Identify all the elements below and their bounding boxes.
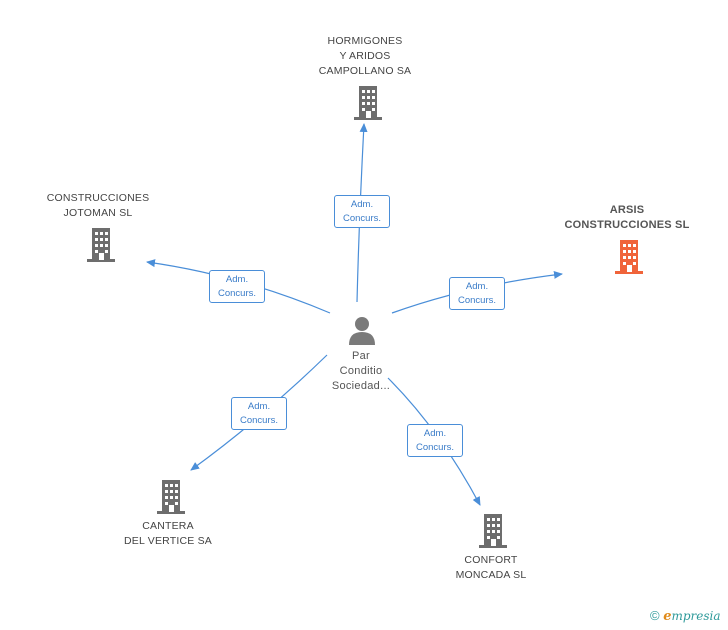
person-label[interactable]: Par Conditio Sociedad... [332, 349, 390, 394]
badge-line: Adm. [247, 401, 271, 412]
company-label-cantera[interactable]: CANTERA DEL VERTICE SA [124, 519, 212, 549]
building-icon[interactable] [352, 84, 384, 120]
badge-line: Adm. [225, 274, 249, 285]
brand-name: mpresia [671, 609, 721, 623]
company-label-confort[interactable]: CONFORT MONCADA SL [456, 553, 527, 583]
badge-line: Adm. [423, 428, 447, 439]
badge-line: Concurs. [239, 415, 278, 426]
company-name-line: CAMPOLLANO SA [318, 65, 412, 77]
company-name-line: ARSIS [609, 204, 645, 216]
building-icon[interactable] [85, 226, 117, 262]
badge-line: Concurs. [342, 213, 381, 224]
company-name-line: Y ARIDOS [339, 50, 391, 62]
company-label-jotoman[interactable]: CONSTRUCCIONES JOTOMAN SL [47, 191, 150, 221]
person-name-line: Conditio [339, 365, 383, 377]
copyright-icon: © [650, 608, 660, 623]
company-name-line: CANTERA [142, 520, 194, 532]
edge-badge-confort[interactable]: Adm. Concurs. [407, 424, 463, 457]
person-name-line: Sociedad... [331, 380, 391, 392]
badge-line: Adm. [465, 281, 489, 292]
company-name-line: CONSTRUCCIONES SL [564, 219, 690, 231]
person-icon[interactable] [347, 315, 377, 345]
company-label-arsis[interactable]: ARSIS CONSTRUCCIONES SL [564, 203, 689, 233]
brand-initial: e [663, 609, 672, 624]
building-icon[interactable] [155, 478, 187, 514]
company-label-hormigones[interactable]: HORMIGONES Y ARIDOS CAMPOLLANO SA [319, 34, 411, 79]
company-name-line: MONCADA SL [455, 569, 527, 581]
edge-badge-cantera[interactable]: Adm. Concurs. [231, 397, 287, 430]
person-name-line: Par [351, 350, 371, 362]
badge-line: Concurs. [457, 295, 496, 306]
edge-badge-hormigones[interactable]: Adm. Concurs. [334, 195, 390, 228]
building-icon[interactable] [477, 512, 509, 548]
company-name-line: JOTOMAN SL [63, 207, 133, 219]
company-name-line: DEL VERTICE SA [124, 535, 212, 547]
edge-badge-jotoman[interactable]: Adm. Concurs. [209, 270, 265, 303]
company-name-line: CONFORT [464, 554, 518, 566]
building-icon[interactable] [613, 238, 645, 274]
edge-badge-arsis[interactable]: Adm. Concurs. [449, 277, 505, 310]
company-name-line: CONSTRUCCIONES [46, 192, 150, 204]
company-name-line: HORMIGONES [327, 35, 403, 47]
footer-brand[interactable]: © empresia [650, 608, 721, 624]
badge-line: Concurs. [217, 288, 256, 299]
badge-line: Concurs. [415, 442, 454, 453]
badge-line: Adm. [350, 199, 374, 210]
